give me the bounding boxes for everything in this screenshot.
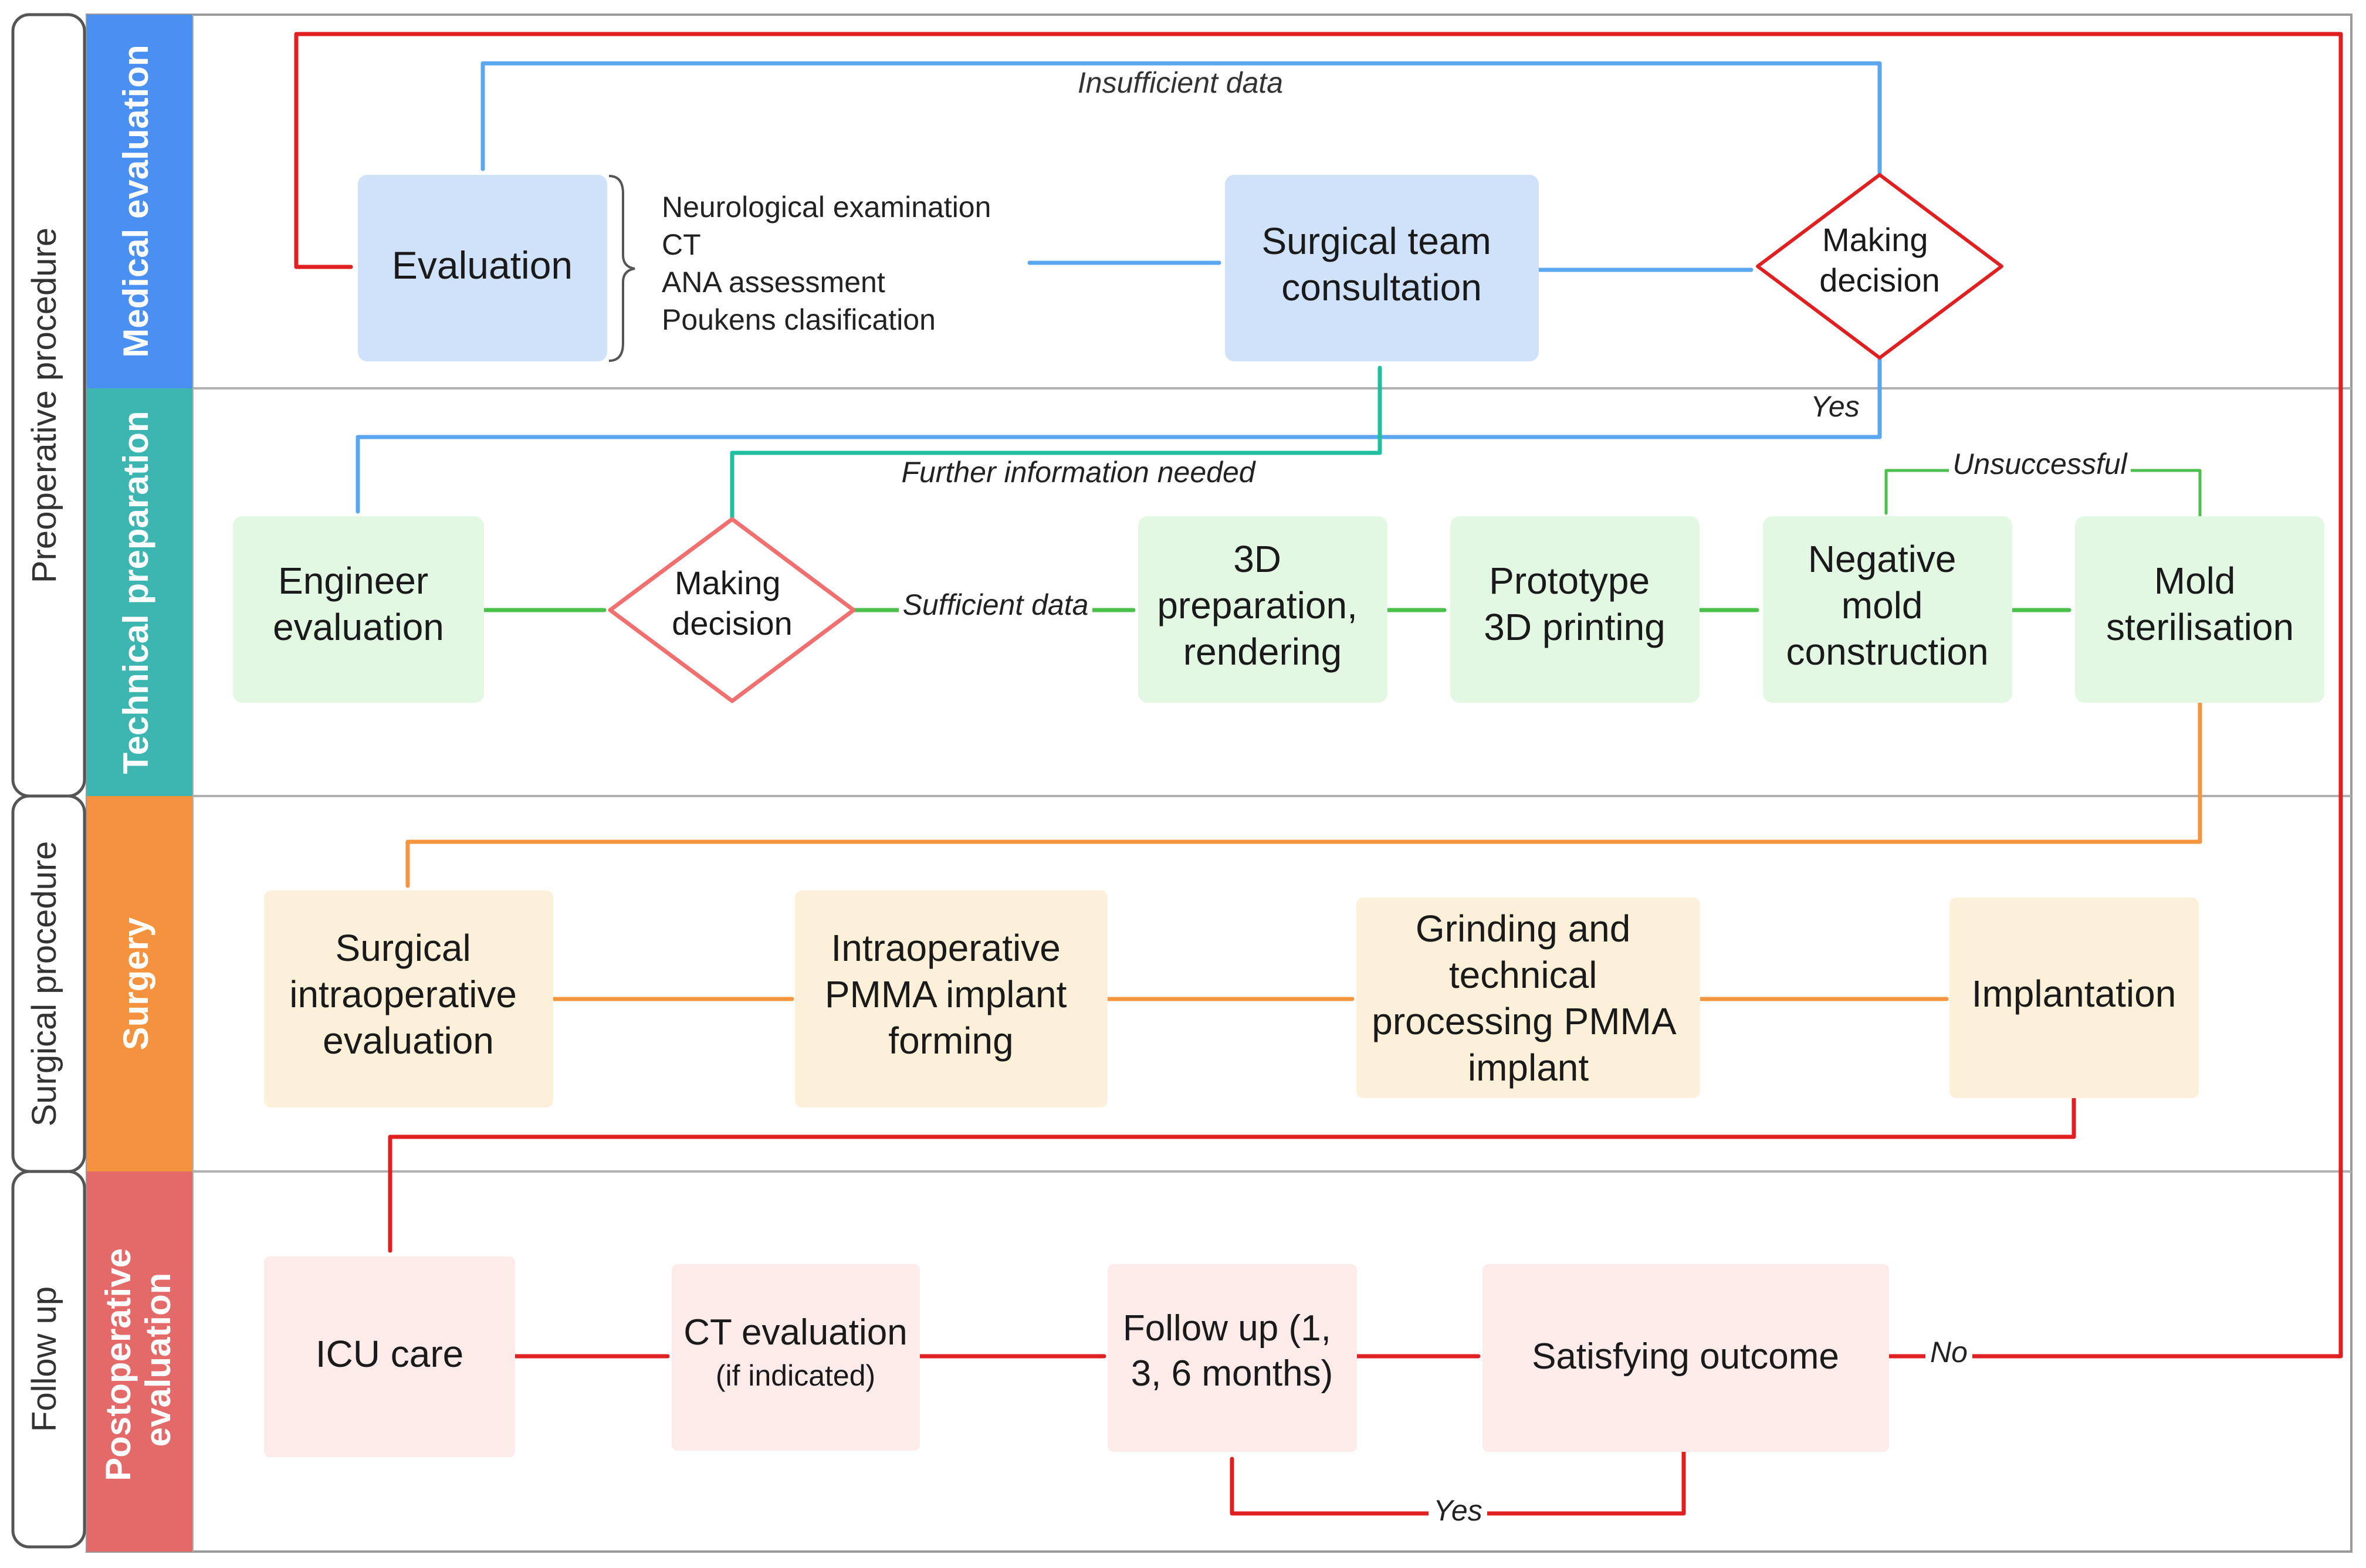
svg-text:Surgical team consultati: Surgical team consultation	[1261, 220, 1501, 309]
evaluation-item: Poukens clasification	[662, 303, 936, 336]
lane-postop-header	[87, 1171, 192, 1552]
svg-text:Surgical intraoperative: Surgical intraoperative evaluation	[289, 927, 527, 1062]
svg-text:Prototype 3D printing: Prototype 3D printing	[1484, 560, 1666, 648]
phase-surgical-label: Surgical procedure	[25, 841, 63, 1127]
node-evaluation: Evaluation	[358, 175, 607, 361]
evaluation-item: CT	[662, 228, 701, 261]
evaluation-brace	[608, 175, 635, 362]
lane-surgery-label: Surgery	[116, 917, 155, 1050]
node-engineer-evaluation: Engineer evaluation	[233, 516, 484, 703]
svg-text:Grinding and technical: Grinding and technical processing PMMA i…	[1372, 907, 1685, 1089]
label-sufficient-data: Sufficient data	[903, 588, 1089, 621]
label-yes-medical: Yes	[1810, 390, 1859, 423]
arrow-further-info	[730, 365, 1382, 521]
lane-technical-label: Technical preparation	[116, 411, 155, 774]
svg-text:CT evaluation: CT evaluation	[683, 1312, 907, 1353]
node-pmma-forming: Intraoperative PMMA implant forming	[795, 890, 1108, 1108]
decision-technical: Making decision	[608, 517, 856, 703]
node-mold-sterilisation: Mold sterilisation	[2075, 516, 2324, 703]
arrow-implantation-to-icu	[388, 1096, 2076, 1253]
node-negative-mold: Negative mold construction	[1763, 516, 2012, 703]
label-unsuccessful: Unsuccessful	[1952, 448, 2128, 480]
node-icu-care: ICU care	[264, 1257, 515, 1457]
node-satisfying-outcome: Satisfying outcome	[1482, 1264, 1889, 1452]
node-follow-up-months: Follow up (1, 3, 6 months)	[1108, 1264, 1357, 1452]
lane-headers: Medical evaluation Technical preparation…	[87, 15, 192, 1552]
lane-medical-header	[87, 15, 192, 388]
ct-evaluation-note: (if indicated)	[716, 1359, 875, 1392]
node-3d-preparation: 3D preparation, rendering	[1138, 516, 1387, 703]
svg-text:Negative mold cons: Negative mold construction	[1786, 538, 1988, 673]
node-prototype-printing: Prototype 3D printing	[1450, 516, 1700, 703]
svg-text:Satisfying outcome: Satisfying outcome	[1532, 1336, 1839, 1377]
lane-medical-label: Medical evaluation	[116, 45, 155, 358]
node-implantation: Implantation	[1949, 898, 2199, 1098]
node-grinding-processing: Grinding and technical processing PMMA i…	[1356, 898, 1700, 1098]
evaluation-items: Neurological examination CT ANA assessme…	[662, 191, 991, 336]
svg-text:Mold sterilisation: Mold sterilisation	[2106, 560, 2294, 648]
lane-technical-header	[87, 388, 192, 796]
arrow-sterilisation-to-surgery	[405, 700, 2202, 888]
label-insufficient-data: Insufficient data	[1078, 66, 1283, 99]
label-yes-followup: Yes	[1433, 1494, 1482, 1527]
svg-text:ICU care: ICU care	[316, 1333, 464, 1375]
node-ct-evaluation: CT evaluation (if indicated)	[672, 1264, 920, 1451]
arrow-no-to-evaluation	[294, 32, 2343, 1359]
phase-followup-label: Follow up	[25, 1286, 63, 1432]
arrow-yes-to-engineer	[356, 355, 1882, 514]
svg-text:Follow up (1, 3, 6 month: Follow up (1, 3, 6 months)	[1123, 1308, 1341, 1394]
svg-text:Intraoperative PMMA impl: Intraoperative PMMA implant forming	[825, 927, 1077, 1062]
edge-labels: Insufficient data Yes Further informatio…	[899, 66, 2131, 1530]
phase-followup-frame	[11, 1170, 86, 1549]
label-no: No	[1930, 1336, 1968, 1369]
lane-surgery-header	[87, 796, 192, 1171]
svg-text:Engineer evaluation: Engineer evaluation	[273, 560, 444, 648]
node-surgical-intraoperative-evaluation: Surgical intraoperative evaluation	[264, 890, 553, 1108]
svg-text:3D preparation, re: 3D preparation, rendering	[1157, 538, 1368, 673]
decision-medical: Making decision	[1756, 173, 2003, 360]
evaluation-item: Neurological examination	[662, 191, 991, 223]
svg-text:Implantation: Implantation	[1972, 973, 2177, 1015]
arrow-insufficient-data	[480, 61, 1882, 177]
node-surgical-team-consultation: Surgical team consultation	[1225, 175, 1539, 361]
phase-brackets: Preoperative procedure Surgical procedur…	[11, 13, 86, 1549]
svg-text:Making decision: Making decision	[672, 564, 792, 642]
lane-postop-label: Postoperative evaluation	[99, 1238, 178, 1481]
svg-text:Making decision: Making decision	[1819, 221, 1939, 299]
label-further-info: Further information needed	[901, 456, 1256, 489]
evaluation-item: ANA assessment	[662, 266, 885, 299]
svg-text:Evaluation: Evaluation	[392, 243, 573, 287]
phase-preoperative-label: Preoperative procedure	[25, 228, 63, 583]
